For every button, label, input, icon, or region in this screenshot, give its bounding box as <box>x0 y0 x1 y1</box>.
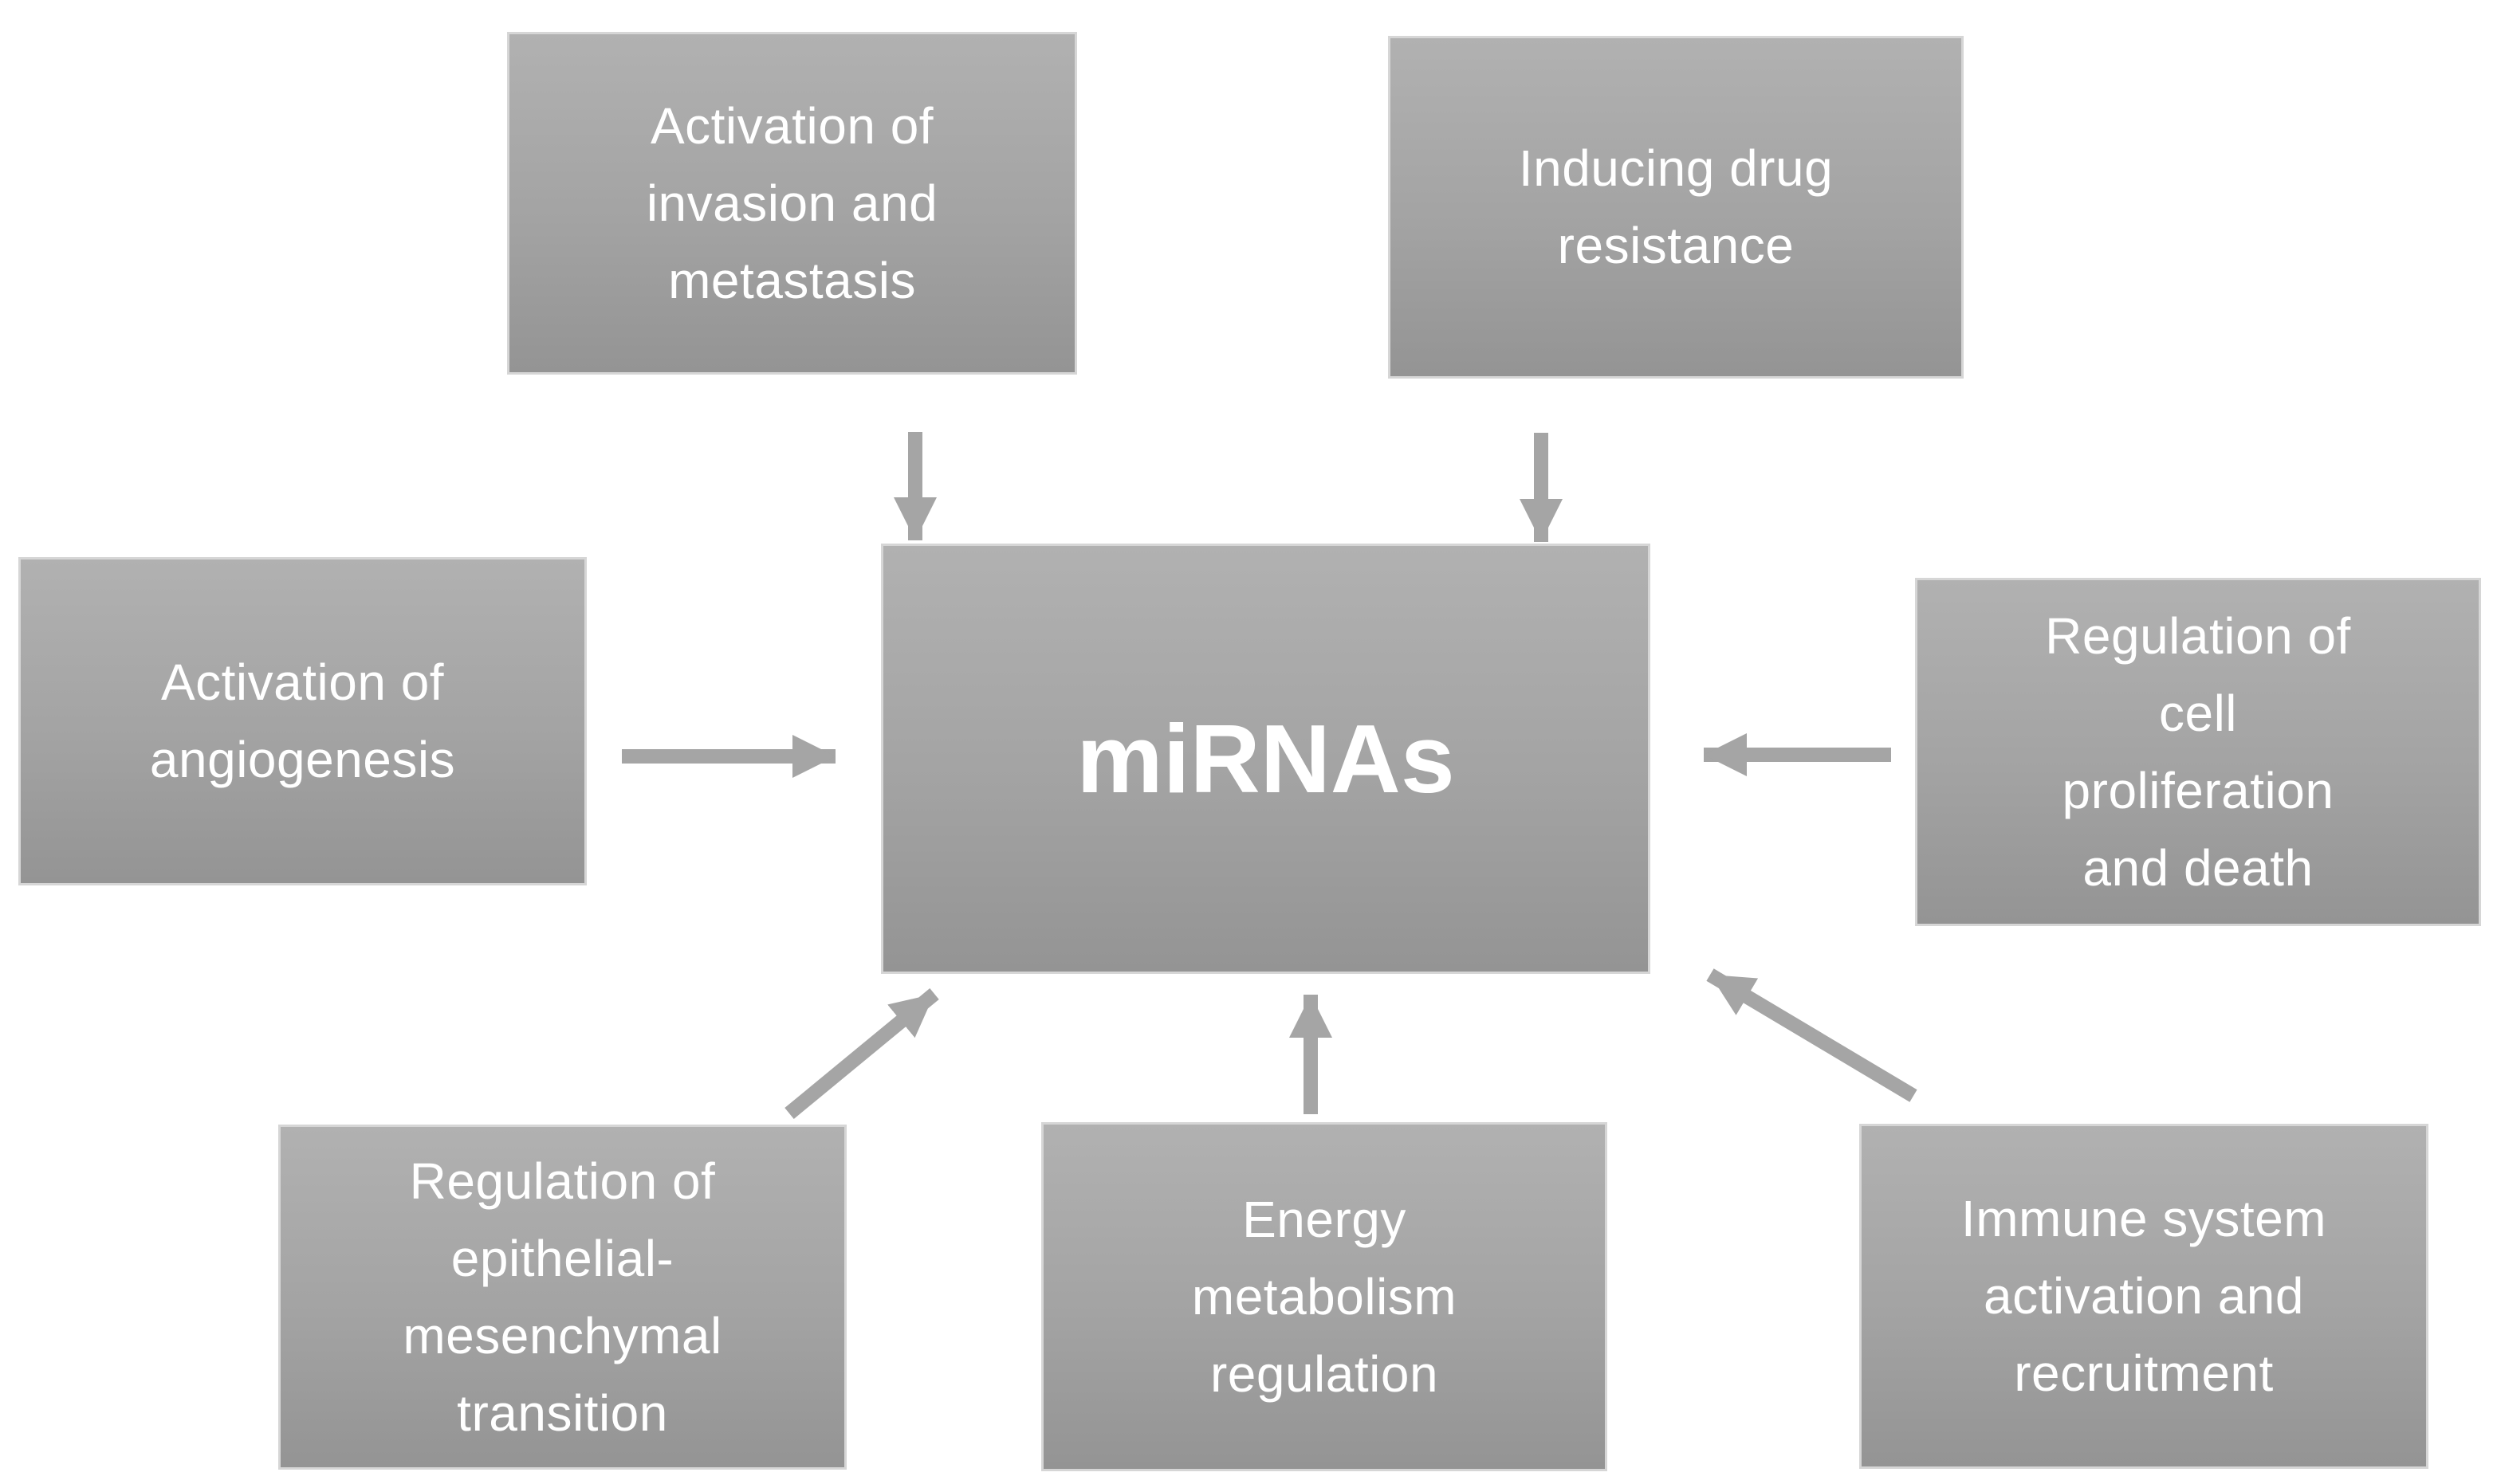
node-label: Regulation of cell proliferation and dea… <box>2045 607 2351 897</box>
node-label: Inducing drug resistance <box>1518 139 1834 274</box>
arrow-immune-to-mirnas <box>1706 968 1917 1102</box>
node-inducing-drug-resistance: Inducing drug resistance <box>1388 36 1964 379</box>
node-label: Regulation of epithelial- mesenchymal tr… <box>403 1152 722 1442</box>
node-activation-angiogenesis: Activation of angiogenesis <box>18 557 587 885</box>
node-energy-metabolism-regulation: Energy metabolism regulation <box>1041 1122 1607 1471</box>
node-activation-invasion-metastasis: Activation of invasion and metastasis <box>507 32 1077 375</box>
arrow-emt-to-mirnas <box>784 988 939 1119</box>
node-mirnas-center: miRNAs <box>881 544 1650 974</box>
node-label: Energy metabolism regulation <box>1191 1190 1457 1403</box>
node-label: Immune system activation and recruitment <box>1960 1190 2327 1402</box>
node-immune-system-activation-recruitment: Immune system activation and recruitment <box>1859 1124 2428 1469</box>
node-label: Activation of invasion and metastasis <box>646 96 938 309</box>
node-regulation-emt: Regulation of epithelial- mesenchymal tr… <box>278 1125 847 1470</box>
node-regulation-cell-proliferation-death: Regulation of cell proliferation and dea… <box>1915 578 2481 926</box>
center-node-label: miRNAs <box>1076 705 1455 813</box>
node-label: Activation of angiogenesis <box>149 654 456 788</box>
